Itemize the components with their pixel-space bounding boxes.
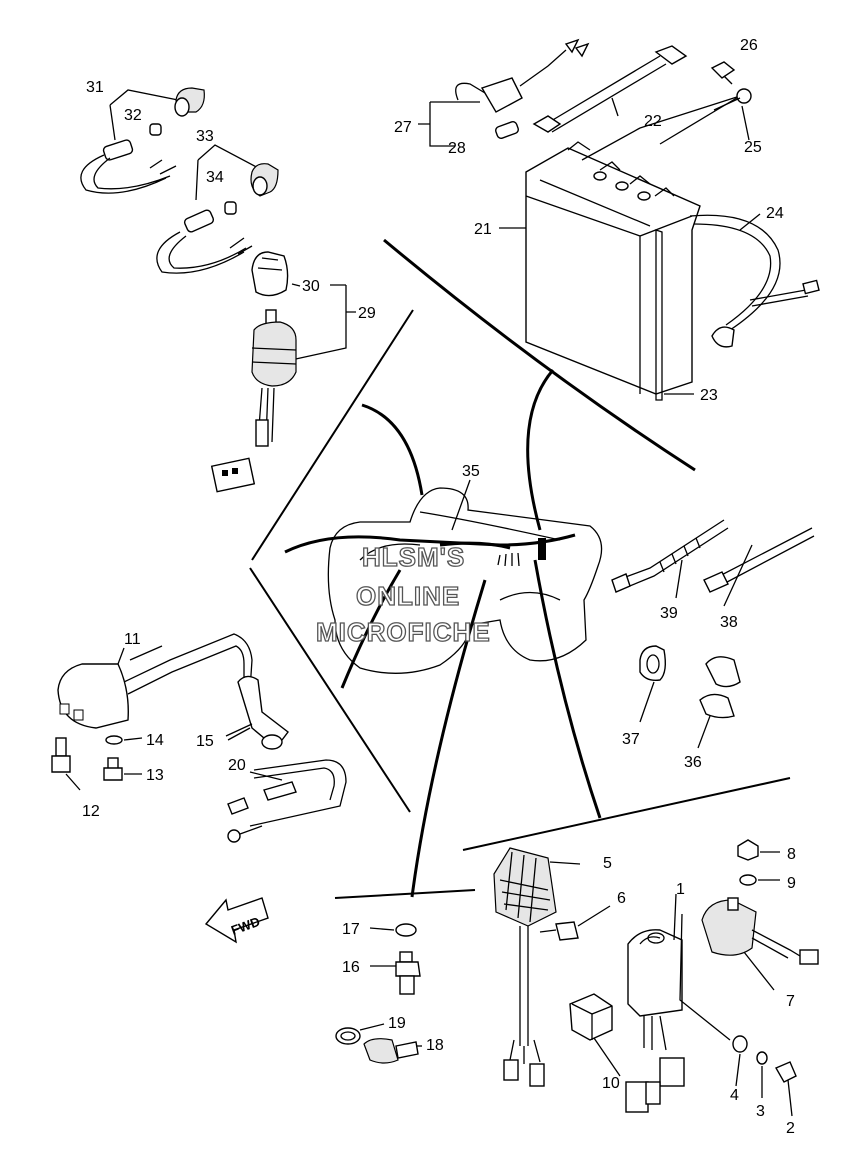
section-dividers: [249, 238, 791, 899]
callout-22: 22: [644, 113, 662, 130]
callout-16: 16: [342, 959, 360, 976]
callout-19: 19: [388, 1015, 406, 1032]
bolt-6: [539, 905, 611, 941]
callout-17: 17: [342, 921, 360, 938]
callout-29: 29: [358, 305, 376, 322]
callout-11: 11: [124, 631, 141, 648]
callout-13: 13: [146, 767, 164, 784]
callout-34: 34: [206, 169, 224, 186]
relay-10: [569, 993, 621, 1077]
callout-36: 36: [684, 754, 702, 771]
callout-38: 38: [720, 614, 738, 631]
callout-12: 12: [82, 803, 100, 820]
callout-numbers: 1 2 3 4 5 6 7 8 9 10 11 12 13 14 15 16 1…: [82, 37, 796, 1137]
watermark-line2: ONLINE: [356, 581, 460, 611]
watermark: HLSM'S ONLINE MICROFICHE: [315, 541, 491, 647]
main-switch: [210, 251, 356, 493]
plug-cap-15: [227, 675, 289, 750]
callout-14: 14: [146, 732, 164, 749]
ignition-coil: [57, 633, 253, 729]
fwd-arrow-icon: FWD: [204, 897, 269, 944]
callout-5: 5: [603, 855, 612, 872]
callout-32: 32: [124, 107, 142, 124]
callout-7: 7: [786, 993, 795, 1010]
callout-33: 33: [196, 128, 214, 145]
rectifier-regulator: [493, 847, 557, 1087]
screws-2-4: [732, 1035, 797, 1117]
callout-35: 35: [462, 463, 480, 480]
watermark-line3: MICROFICHE: [316, 617, 491, 647]
callout-28: 28: [448, 140, 466, 157]
callout-25: 25: [744, 139, 762, 156]
callout-21: 21: [474, 221, 492, 238]
callout-4: 4: [730, 1087, 739, 1104]
callout-31: 31: [86, 79, 104, 96]
callout-9: 9: [787, 875, 796, 892]
battery-cables: [532, 45, 820, 348]
clamp-36: [697, 656, 741, 749]
battery: [525, 95, 741, 401]
callout-10: 10: [602, 1075, 620, 1092]
starter-relay-7: [701, 897, 819, 991]
callout-23: 23: [700, 387, 718, 404]
bolt-26: [710, 61, 736, 85]
cable-ties: [611, 519, 815, 593]
washer-17: [369, 923, 417, 937]
switch-18-19: [335, 1023, 422, 1064]
switch-16: [370, 951, 421, 995]
sensor-assembly-31: [80, 87, 205, 194]
bolts-12-14: [51, 735, 143, 791]
leader-lines: [129, 97, 761, 941]
callout-26: 26: [740, 37, 758, 54]
cdi-unit: [625, 913, 731, 1113]
callout-6: 6: [617, 890, 626, 907]
callout-3: 3: [756, 1103, 765, 1120]
callout-20: 20: [228, 757, 246, 774]
sensor-assembly-33: [156, 144, 279, 274]
watermark-line1: HLSM'S: [362, 542, 465, 572]
atv-silhouette: [284, 487, 603, 674]
nut-washer-8-9: [737, 839, 780, 886]
callout-24: 24: [766, 205, 784, 222]
grommet-37: [639, 645, 667, 723]
callout-15: 15: [196, 733, 214, 750]
callout-27: 27: [394, 119, 412, 136]
callout-30: 30: [302, 278, 320, 295]
callout-1: 1: [676, 881, 685, 898]
callout-8: 8: [787, 846, 796, 863]
callout-18: 18: [426, 1037, 444, 1054]
callout-2: 2: [786, 1120, 795, 1137]
fuse-holder-27: [418, 38, 590, 147]
ground-cable-20: [227, 759, 347, 843]
callout-39: 39: [660, 605, 678, 622]
callout-37: 37: [622, 731, 640, 748]
